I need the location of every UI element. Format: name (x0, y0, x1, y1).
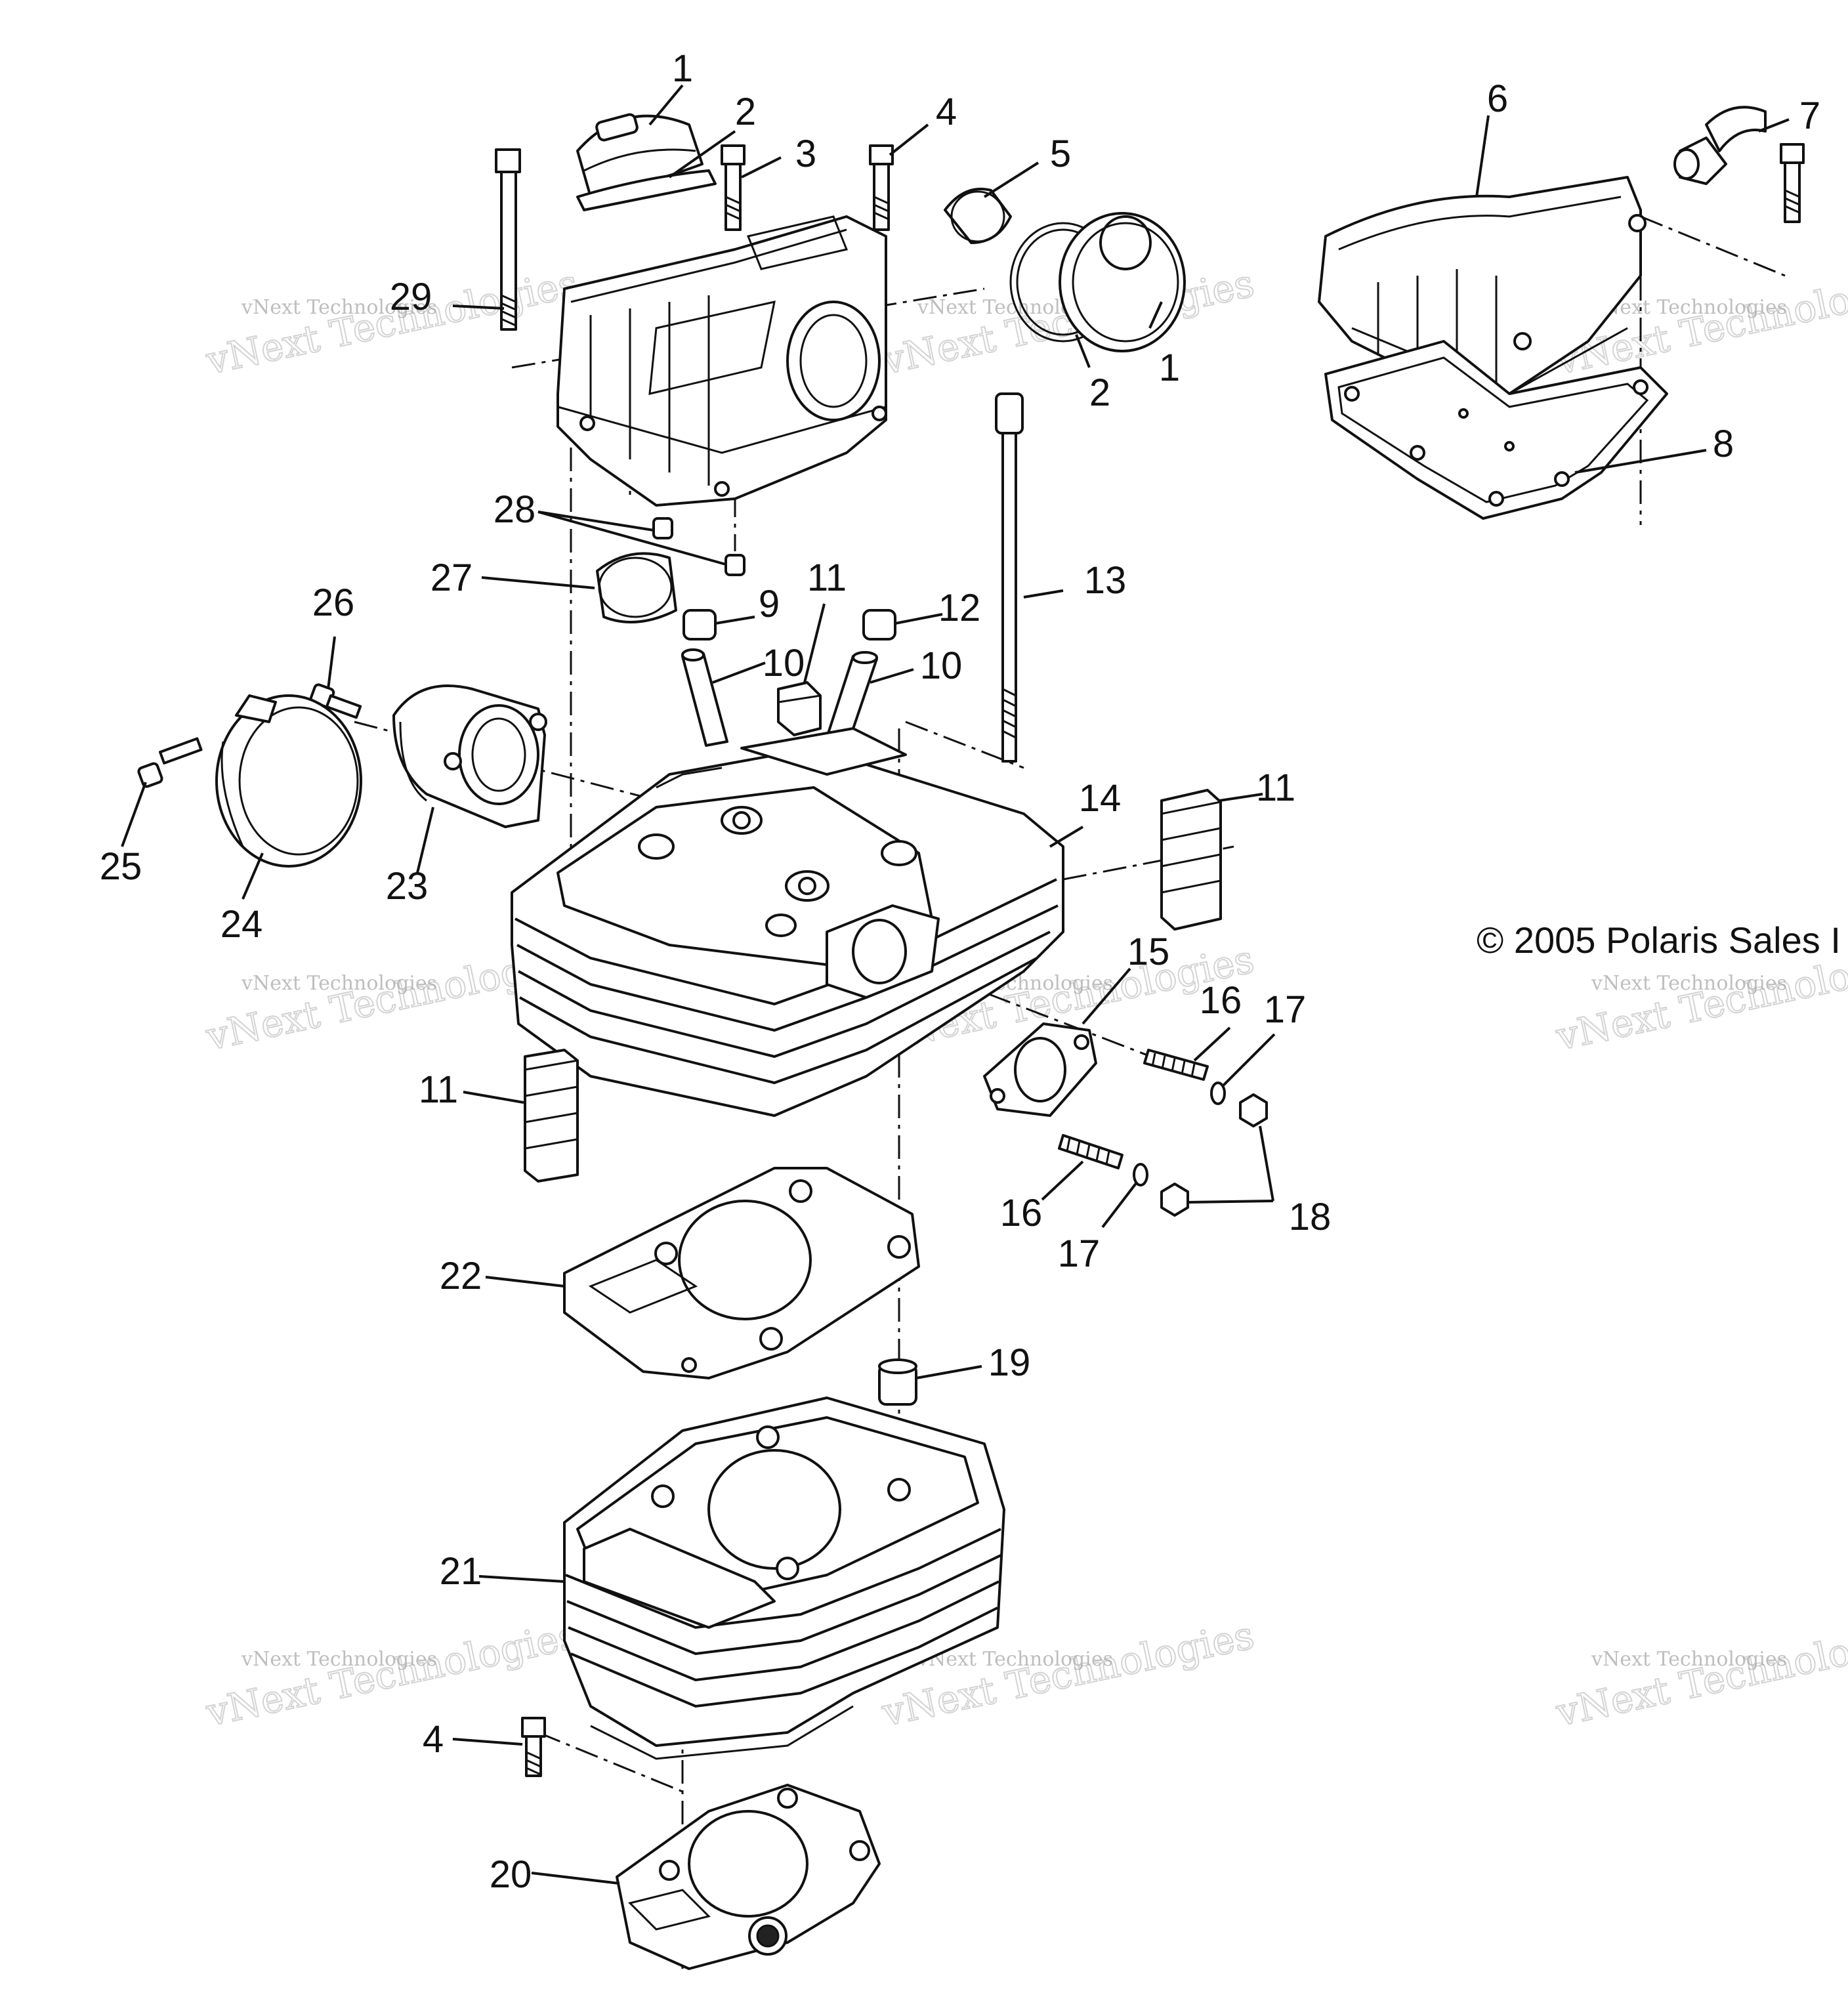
callout-21: 21 (440, 1550, 482, 1593)
watermark-small-text: vNext Technologies (241, 1648, 437, 1671)
watermark-bottom-right: vNext Technologies vNext Technologies (1551, 1612, 1848, 1736)
dowel-28a (652, 517, 673, 539)
rocker-housing (556, 215, 887, 507)
dowel-19 (878, 1358, 917, 1406)
callout-23: 23 (386, 865, 429, 908)
callout-7: 7 (1799, 94, 1820, 137)
callout-14: 14 (1079, 777, 1122, 820)
copyright-notice: © 2005 Polaris Sales I (1477, 919, 1841, 961)
breather-fitting-7 (1673, 106, 1767, 185)
callout-22: 22 (440, 1255, 482, 1297)
leader-lines (121, 84, 1790, 1885)
callout-11-top: 11 (807, 556, 847, 599)
callout-13: 13 (1084, 559, 1127, 602)
stud-16b (1058, 1134, 1124, 1169)
callout-9: 9 (759, 583, 780, 625)
callout-1-cover: 1 (1159, 346, 1180, 389)
callout-27: 27 (430, 556, 473, 599)
watermarks: vNext Technologies vNext Technologies vN… (201, 260, 1848, 1736)
callout-2-oring: 2 (1089, 371, 1110, 414)
gasket-8 (1324, 340, 1668, 520)
callout-17-top: 17 (1264, 988, 1307, 1031)
clamp-24 (215, 694, 362, 868)
callout-4-bottom: 4 (423, 1718, 444, 1761)
bolt-3 (721, 144, 746, 231)
callout-25: 25 (100, 845, 142, 888)
callout-29: 29 (390, 276, 432, 318)
shim-stack-11b (1160, 789, 1222, 931)
callout-20: 20 (490, 1853, 532, 1896)
watermark-small-text: vNext Technologies (241, 296, 437, 319)
callout-10-left: 10 (763, 642, 805, 684)
shim-stack-11c (524, 1049, 579, 1183)
nut-18b (1160, 1183, 1189, 1217)
watermark-small-text: vNext Technologies (917, 1648, 1113, 1671)
callout-4-top: 4 (936, 91, 957, 133)
head-gasket-22 (563, 1167, 920, 1379)
callout-17-bottom: 17 (1058, 1232, 1101, 1275)
valve-cap-top (576, 113, 717, 211)
dowel-28b (724, 554, 746, 576)
callout-labels: 1 2 3 4 5 1 2 29 6 7 8 28 27 9 11 12 13 … (100, 47, 1820, 1896)
callout-8: 8 (1713, 423, 1734, 465)
cover-1 (1059, 212, 1186, 352)
copyright-text: © 2005 Polaris Sales I (1477, 919, 1841, 961)
nut-18a (1239, 1093, 1268, 1127)
callout-5: 5 (1050, 133, 1071, 175)
plug-27 (596, 552, 677, 623)
plug-5 (944, 188, 1012, 244)
callout-28: 28 (494, 488, 536, 531)
callout-18: 18 (1289, 1196, 1332, 1238)
watermark-large-text: vNext Technologies (202, 1612, 582, 1735)
bolt-25 (137, 737, 203, 788)
callout-10-right: 10 (920, 644, 963, 687)
watermark-small-text: vNext Technologies (241, 972, 437, 995)
base-gasket-20 (616, 1784, 881, 1970)
washer-17b (1133, 1163, 1148, 1186)
cap-12 (862, 609, 896, 640)
callout-19: 19 (988, 1341, 1031, 1384)
callout-1-top: 1 (672, 47, 693, 90)
cylinder-head-14 (511, 727, 1064, 1117)
callout-11-right: 11 (1256, 766, 1295, 809)
bolt-4-top (869, 144, 894, 231)
bolt-29 (495, 148, 521, 331)
exhaust-gasket-15 (983, 1022, 1097, 1117)
watermark-small-text: vNext Technologies (1591, 1648, 1787, 1671)
shim-11a (777, 681, 822, 736)
callout-26: 26 (312, 581, 355, 624)
stud-13 (995, 392, 1024, 763)
washer-17a (1210, 1082, 1226, 1105)
callout-12: 12 (938, 587, 981, 629)
watermark-large-text: vNext Technologies (1552, 1612, 1848, 1735)
stud-16a (1143, 1049, 1209, 1081)
cap-9 (682, 609, 717, 640)
watermark-small-text: vNext Technologies (1591, 296, 1787, 319)
bolt-4-bottom (521, 1717, 546, 1777)
callout-6: 6 (1487, 77, 1508, 120)
callout-15: 15 (1127, 931, 1170, 973)
bolt-top-right (1780, 143, 1805, 223)
callout-11-left: 11 (419, 1068, 458, 1111)
callout-16-bottom: 16 (1000, 1192, 1043, 1234)
cylinder-21 (563, 1396, 1005, 1760)
callout-2-top: 2 (735, 91, 756, 133)
callout-3: 3 (795, 133, 816, 175)
callout-24: 24 (220, 903, 263, 946)
callout-16-top: 16 (1200, 979, 1242, 1022)
watermark-bottom-left: vNext Technologies vNext Technologies (201, 1612, 583, 1736)
pushrod-10a (681, 648, 728, 747)
watermark-small-text: vNext Technologies (1591, 972, 1787, 995)
intake-boot-23 (392, 684, 547, 828)
